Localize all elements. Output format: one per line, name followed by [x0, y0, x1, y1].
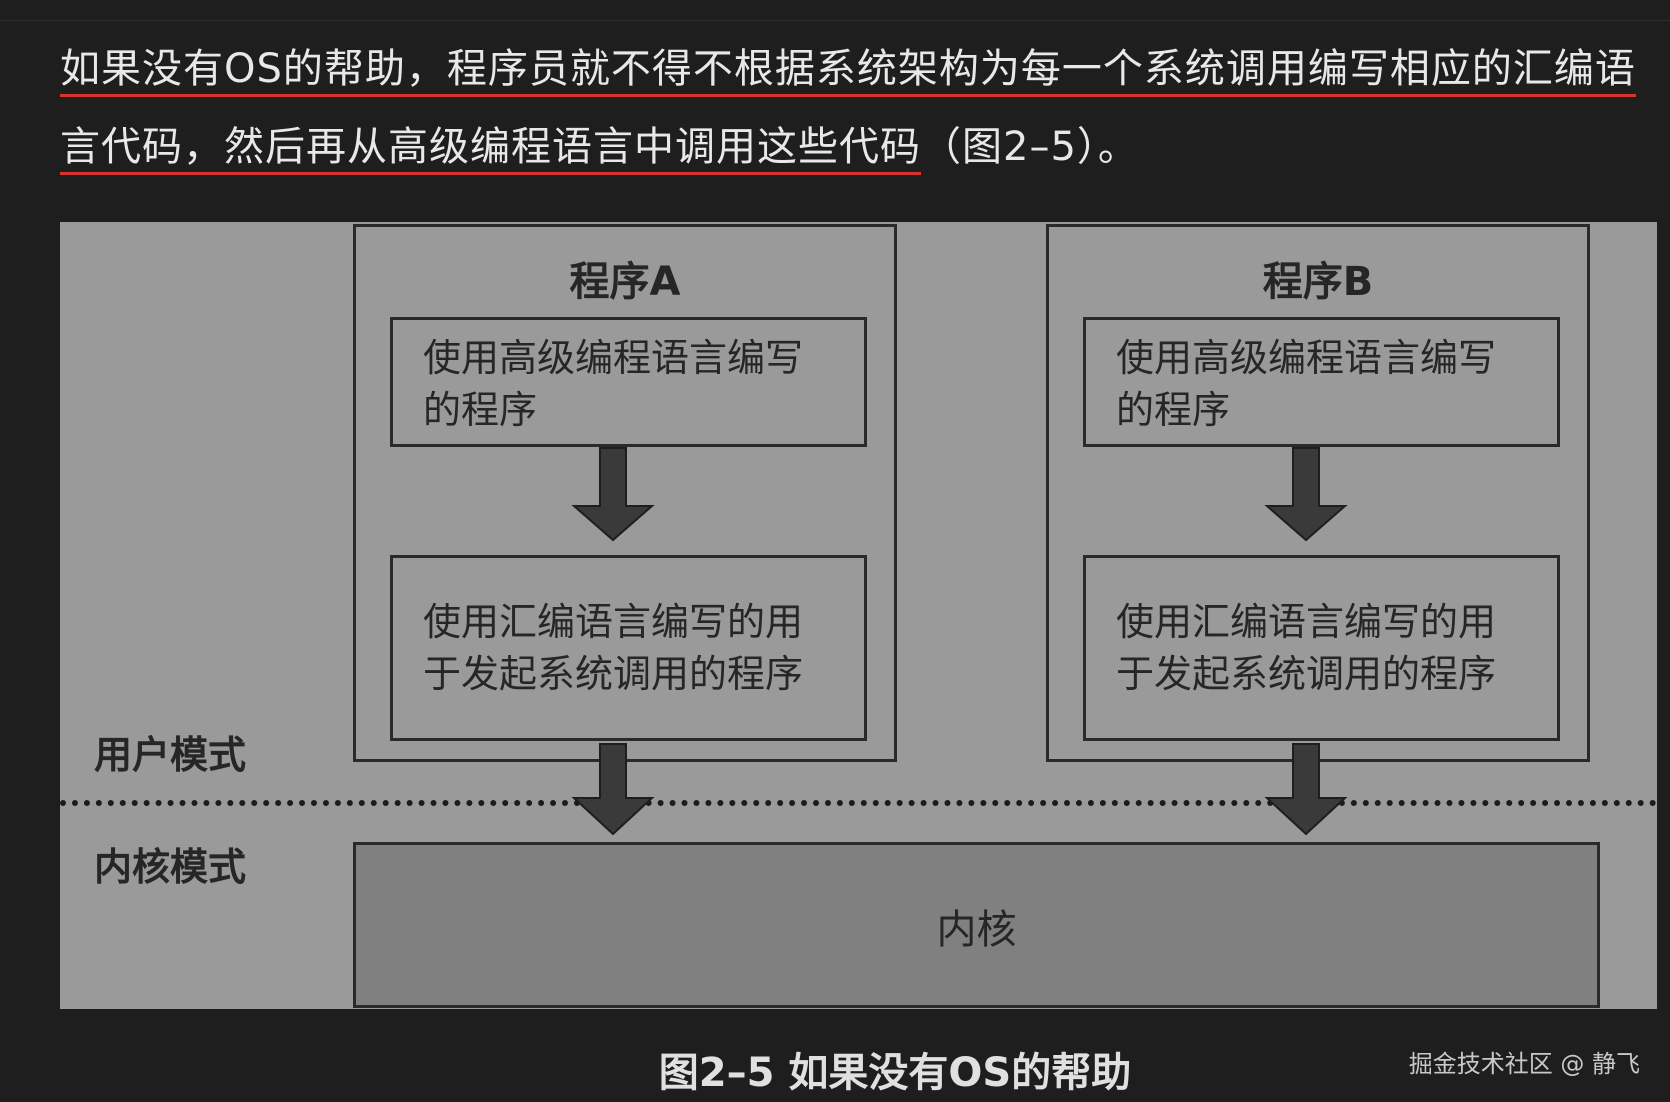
program-a-title: 程序A [569, 259, 681, 305]
arrow-b-high-to-asm [1264, 447, 1348, 542]
kernel-mode-label: 内核模式 [94, 845, 247, 889]
kernel-box: 内核 [353, 842, 1600, 1008]
figure-caption: 图2–5 如果没有OS的帮助 [658, 1050, 1132, 1096]
kernel-label: 内核 [936, 907, 1017, 953]
user-mode-label: 用户模式 [94, 733, 247, 777]
figure-reference: （图2–5）。 [921, 124, 1139, 170]
highlighted-sentence: 如果没有OS的帮助，程序员就不得不根据系统架构为每一个系统调用编写相应的汇编语言… [60, 46, 1636, 175]
top-separator [0, 20, 1670, 21]
arrow-a-asm-to-kernel [571, 743, 655, 836]
program-a-assembly-box: 使用汇编语言编写的用于发起系统调用的程序 [390, 555, 867, 741]
program-b-high-level-box: 使用高级编程语言编写的程序 [1083, 317, 1560, 447]
program-a-box: 程序A 使用高级编程语言编写的程序 使用汇编语言编写的用于发起系统调用的程序 [353, 224, 897, 762]
program-b-title: 程序B [1262, 259, 1374, 305]
figure-diagram: 程序A 使用高级编程语言编写的程序 使用汇编语言编写的用于发起系统调用的程序 程… [60, 222, 1657, 1009]
program-b-assembly-box: 使用汇编语言编写的用于发起系统调用的程序 [1083, 555, 1560, 741]
arrow-a-high-to-asm [571, 447, 655, 542]
program-a-high-level-box: 使用高级编程语言编写的程序 [390, 317, 867, 447]
body-paragraph: 如果没有OS的帮助，程序员就不得不根据系统架构为每一个系统调用编写相应的汇编语言… [60, 30, 1660, 186]
arrows-layer [571, 447, 1348, 836]
arrow-b-asm-to-kernel [1264, 743, 1348, 836]
mode-divider [60, 800, 1657, 806]
watermark: 掘金技术社区 @ 静飞 [1408, 1050, 1640, 1078]
